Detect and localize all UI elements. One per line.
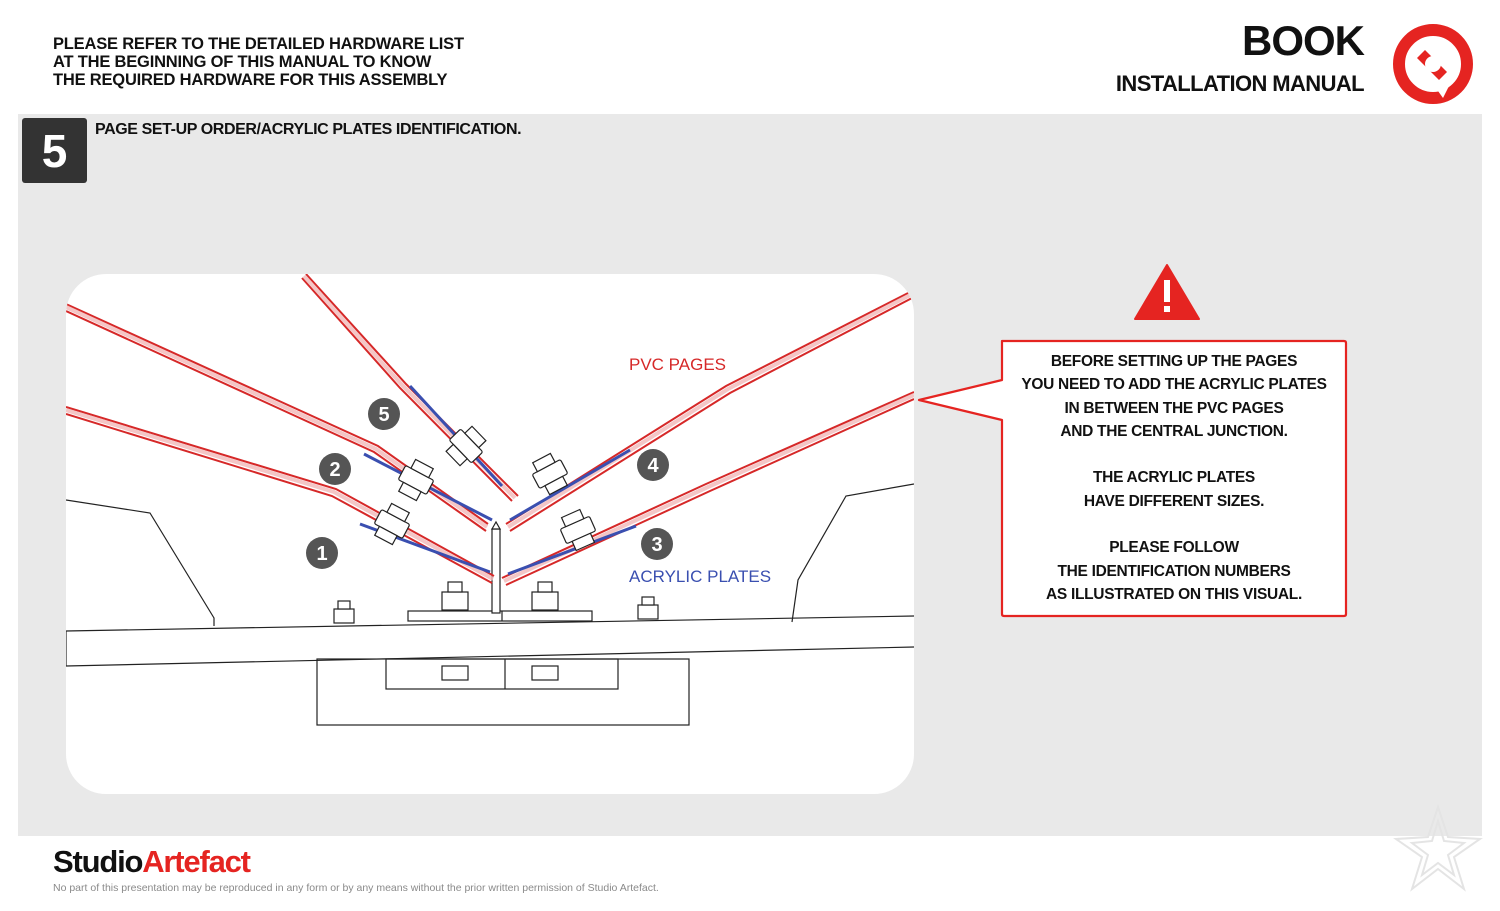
marker-4: 4 <box>637 449 669 481</box>
assembly-diagram: 1 2 3 4 5 <box>66 274 914 794</box>
warning-line: BEFORE SETTING UP THE PAGES <box>1050 353 1298 370</box>
assembly-drawing: 1 2 3 4 5 <box>66 274 914 726</box>
manual-subtitle: INSTALLATION MANUAL <box>1115 71 1365 96</box>
identification-markers: 1 2 3 4 5 <box>306 398 673 569</box>
marker-2: 2 <box>319 453 351 485</box>
product-title: BOOK <box>1242 17 1365 64</box>
hardware-note-line: AT THE BEGINNING OF THIS MANUAL TO KNOW <box>53 53 432 71</box>
warning-line: AND THE CENTRAL JUNCTION. <box>1060 422 1288 440</box>
warning-line: PLEASE FOLLOW <box>1109 539 1239 557</box>
hardware-note: PLEASE REFER TO THE DETAILED HARDWARE LI… <box>53 35 573 89</box>
acrylic-plates-label: ACRYLIC PLATES <box>629 567 772 586</box>
step-title: PAGE SET-UP ORDER/ACRYLIC PLATES IDENTIF… <box>95 121 522 138</box>
warning-line: YOU NEED TO ADD THE ACRYLIC PLATES <box>1021 376 1327 394</box>
svg-text:5: 5 <box>378 404 389 426</box>
bolts <box>333 425 659 681</box>
marker-3: 3 <box>641 528 673 560</box>
warning-callout-frame <box>917 339 1348 618</box>
step-number-badge: 5 <box>22 118 87 183</box>
footer-brand: StudioArtefact <box>53 842 251 882</box>
pvc-pages-label: PVC PAGES <box>629 355 726 374</box>
star-watermark-icon <box>1393 803 1483 892</box>
warning-line: IN BETWEEN THE PVC PAGES <box>1064 399 1284 417</box>
central-junction <box>490 520 502 614</box>
warning-paragraph: THE ACRYLIC PLATES HAVE DIFFERENT SIZES. <box>1003 466 1345 513</box>
studio-artefact-logo-icon <box>1393 24 1473 104</box>
warning-line: THE IDENTIFICATION NUMBERS <box>1057 562 1291 580</box>
warning-triangle-icon <box>1134 264 1200 320</box>
warning-line: AS ILLUSTRATED ON THIS VISUAL. <box>1046 585 1302 603</box>
copyright-notice: No part of this presentation may be repr… <box>53 882 659 894</box>
svg-text:2: 2 <box>329 459 340 481</box>
pvc-pages <box>66 274 914 586</box>
svg-text:1: 1 <box>316 543 327 565</box>
warning-message: BEFORE SETTING UP THE PAGES YOU NEED TO … <box>1003 350 1345 606</box>
warning-paragraph: PLEASE FOLLOW THE IDENTIFICATION NUMBERS… <box>1003 536 1345 606</box>
footer-brand-artefact: Artefact <box>142 844 251 879</box>
hardware-note-line: THE REQUIRED HARDWARE FOR THIS ASSEMBLY <box>53 71 448 89</box>
hardware-note-line: PLEASE REFER TO THE DETAILED HARDWARE LI… <box>53 35 464 53</box>
warning-line: THE ACRYLIC PLATES <box>1093 469 1255 487</box>
warning-paragraph: BEFORE SETTING UP THE PAGES YOU NEED TO … <box>1003 350 1345 443</box>
marker-5: 5 <box>368 398 400 430</box>
footer-brand-studio: Studio <box>53 844 143 879</box>
svg-text:4: 4 <box>647 455 659 477</box>
warning-line: HAVE DIFFERENT SIZES. <box>1083 492 1265 510</box>
svg-text:3: 3 <box>651 534 662 556</box>
marker-1: 1 <box>306 537 338 569</box>
